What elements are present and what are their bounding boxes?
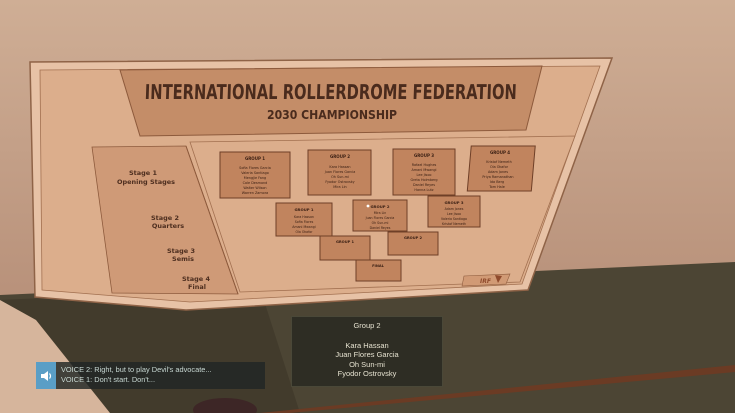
svg-text:Juan Flores Garcia: Juan Flores Garcia bbox=[365, 216, 395, 220]
subtitle-line-2: VOICE 1: Don't start. Don't... bbox=[61, 375, 156, 384]
svg-text:Priya Ramanathan: Priya Ramanathan bbox=[482, 175, 513, 179]
svg-text:Juan Flores Garcia: Juan Flores Garcia bbox=[324, 170, 356, 174]
svg-text:Sofia Flores: Sofia Flores bbox=[295, 220, 314, 224]
svg-text:Valeria Santiago: Valeria Santiago bbox=[441, 217, 467, 221]
svg-text:GROUP 2: GROUP 2 bbox=[404, 236, 423, 240]
svg-text:GROUP 3: GROUP 3 bbox=[444, 200, 463, 205]
svg-text:Lee Jisoo: Lee Jisoo bbox=[447, 212, 461, 216]
svg-text:GROUP 1: GROUP 1 bbox=[245, 156, 265, 161]
svg-text:Greta Holmberg: Greta Holmberg bbox=[410, 178, 437, 182]
svg-text:Adam Jones: Adam Jones bbox=[488, 170, 508, 174]
svg-text:Oh Sun-mi: Oh Sun-mi bbox=[331, 175, 349, 179]
svg-text:Sofia Flores Garcia: Sofia Flores Garcia bbox=[239, 166, 271, 170]
cursor-dot bbox=[366, 204, 370, 208]
svg-text:IRF: IRF bbox=[480, 278, 492, 285]
svg-text:Amani Mwangi: Amani Mwangi bbox=[292, 225, 316, 229]
svg-text:Hanna Lutz: Hanna Lutz bbox=[414, 188, 433, 192]
svg-text:Tom Hale: Tom Hale bbox=[488, 185, 505, 189]
stage-3-sublabel: Semis bbox=[172, 255, 194, 263]
quarter-card-1[interactable]: GROUP 1 Kara Hassan Sofia Flores Amani M… bbox=[275, 202, 333, 237]
svg-text:Kara Hassan: Kara Hassan bbox=[329, 165, 350, 169]
svg-text:Kristof Nemeth: Kristof Nemeth bbox=[486, 160, 512, 164]
speaker-icon[interactable] bbox=[36, 362, 56, 389]
stage-2-label: Stage 2 bbox=[151, 214, 179, 222]
semi-card-1[interactable]: GROUP 1 bbox=[319, 235, 371, 261]
player-name: Juan Flores Garcia bbox=[335, 350, 399, 360]
group-card-4[interactable]: GROUP 4 Kristof Nemeth Ola Okafor Adam J… bbox=[466, 145, 536, 192]
group-card-2[interactable]: GROUP 2 Kara Hassan Juan Flores Garcia O… bbox=[307, 149, 372, 196]
svg-text:Lee Jisoo: Lee Jisoo bbox=[417, 173, 432, 177]
svg-text:Mira Lin: Mira Lin bbox=[333, 185, 346, 189]
svg-text:Oh Sun-mi: Oh Sun-mi bbox=[372, 221, 389, 225]
svg-text:GROUP 2: GROUP 2 bbox=[370, 204, 389, 209]
svg-text:Walter Wilson: Walter Wilson bbox=[243, 186, 266, 190]
svg-text:Fyodor Ostrovsky: Fyodor Ostrovsky bbox=[325, 180, 354, 184]
stage-labels: Stage 1 Opening Stages Stage 2 Quarters … bbox=[117, 169, 211, 291]
irf-logo: IRF bbox=[461, 273, 511, 287]
svg-text:Daniel Reyes: Daniel Reyes bbox=[413, 183, 435, 187]
stage-3-label: Stage 3 bbox=[167, 247, 195, 255]
svg-text:Cole Desmond: Cole Desmond bbox=[243, 181, 268, 185]
svg-text:Mira Lin: Mira Lin bbox=[374, 211, 387, 215]
svg-text:GROUP 1: GROUP 1 bbox=[294, 207, 313, 212]
board-title: INTERNATIONAL ROLLERDROME FEDERATION bbox=[144, 80, 517, 104]
svg-text:Ida Berg: Ida Berg bbox=[490, 180, 504, 184]
svg-text:Daniel Reyes: Daniel Reyes bbox=[370, 226, 391, 230]
stages-divider bbox=[185, 145, 239, 295]
svg-text:Kristof Nemeth: Kristof Nemeth bbox=[442, 222, 466, 226]
svg-text:Mengjie Fang: Mengjie Fang bbox=[244, 176, 266, 180]
quarter-card-2[interactable]: GROUP 2 Mira Lin Juan Flores Garcia Oh S… bbox=[352, 199, 408, 232]
group-card-1[interactable]: GROUP 1 Sofia Flores Garcia Valeria Sant… bbox=[219, 151, 291, 199]
info-panel-title: Group 2 bbox=[353, 321, 381, 330]
player-name: Oh Sun-mi bbox=[349, 359, 385, 369]
board-subtitle: 2030 CHAMPIONSHIP bbox=[267, 107, 397, 122]
quarter-card-3[interactable]: GROUP 3 Adam Jones Lee Jisoo Valeria San… bbox=[427, 195, 481, 228]
semi-card-2[interactable]: GROUP 2 bbox=[387, 231, 439, 256]
info-panel-player-list: Kara Hassan Juan Flores Garcia Oh Sun-mi… bbox=[292, 341, 442, 378]
stage-2-sublabel: Quarters bbox=[152, 222, 184, 230]
header-banner bbox=[119, 65, 543, 137]
group-card-3[interactable]: GROUP 3 Rafael Hughes Amani Mwangi Lee J… bbox=[392, 148, 456, 196]
svg-text:FINAL: FINAL bbox=[372, 264, 385, 268]
character-head bbox=[193, 398, 257, 413]
subtitle-line-1: VOICE 2: Right, but to play Devil's advo… bbox=[61, 365, 212, 374]
svg-text:GROUP 4: GROUP 4 bbox=[490, 150, 510, 155]
svg-text:Kara Hassan: Kara Hassan bbox=[294, 215, 314, 219]
svg-text:Amani Mwangi: Amani Mwangi bbox=[412, 168, 437, 172]
svg-text:GROUP 3: GROUP 3 bbox=[414, 153, 434, 158]
svg-text:Warren Zamora: Warren Zamora bbox=[242, 191, 268, 195]
stage-1-label: Stage 1 bbox=[129, 169, 157, 177]
final-card[interactable]: FINAL bbox=[355, 259, 402, 282]
player-name: Fyodor Ostrovsky bbox=[337, 368, 397, 378]
svg-text:GROUP 1: GROUP 1 bbox=[336, 240, 355, 244]
svg-text:Valeria Santiago: Valeria Santiago bbox=[241, 171, 269, 175]
stage-1-sublabel: Opening Stages bbox=[117, 178, 175, 186]
group-info-panel: Group 2 Kara Hassan Juan Flores Garcia O… bbox=[291, 316, 443, 387]
player-name: Kara Hassan bbox=[345, 341, 389, 350]
subtitle-box: VOICE 2: Right, but to play Devil's advo… bbox=[36, 362, 265, 389]
svg-text:Ola Okafor: Ola Okafor bbox=[296, 230, 314, 234]
stage-4-sublabel: Final bbox=[188, 283, 206, 291]
stage-4-label: Stage 4 bbox=[182, 275, 210, 283]
svg-text:Adam Jones: Adam Jones bbox=[445, 207, 464, 211]
bench-edge bbox=[260, 365, 735, 413]
svg-text:Rafael Hughes: Rafael Hughes bbox=[412, 163, 437, 167]
svg-text:GROUP 2: GROUP 2 bbox=[330, 154, 350, 159]
svg-text:Ola Okafor: Ola Okafor bbox=[490, 165, 509, 169]
